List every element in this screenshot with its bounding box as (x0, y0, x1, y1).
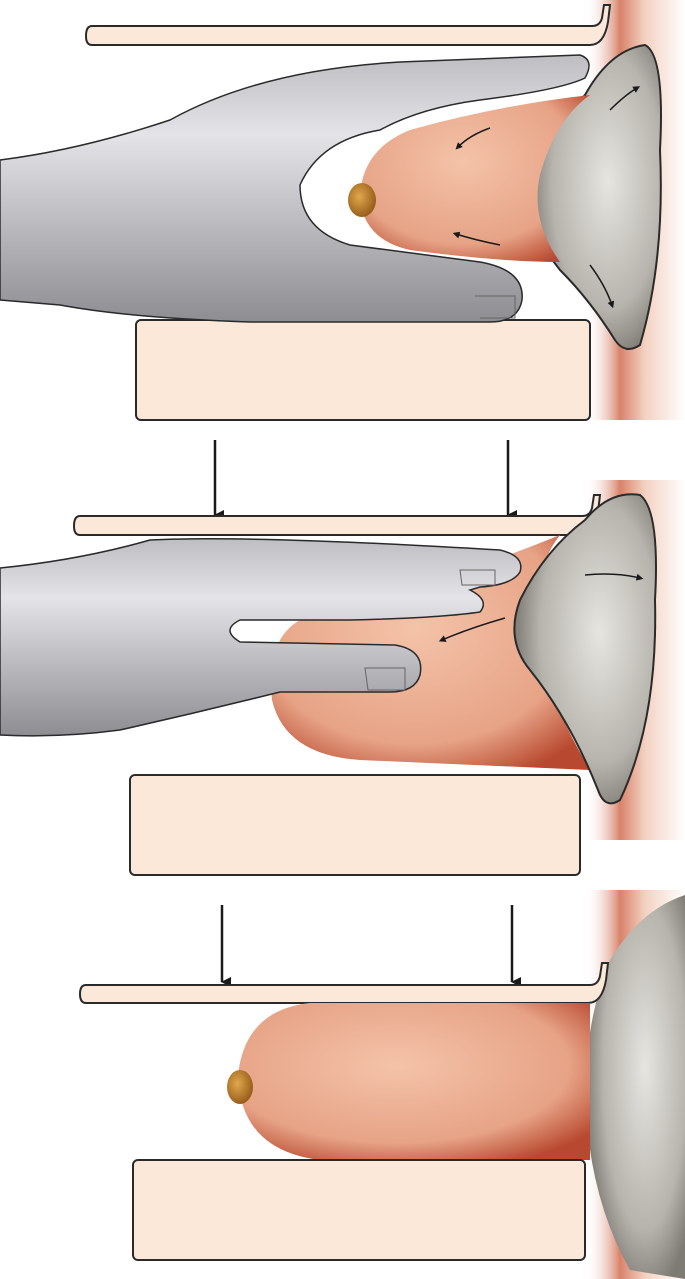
thumbnail-line (475, 295, 516, 319)
breast (238, 1003, 590, 1160)
hand (0, 538, 522, 737)
compression-paddle (84, 4, 612, 46)
motion-arrow-icon (584, 573, 644, 581)
nipple (348, 183, 376, 217)
fingernail-line (364, 569, 496, 691)
motion-arrow-icon (452, 231, 501, 246)
image-receptor-plate (132, 1159, 586, 1261)
hand (0, 54, 590, 323)
motion-arrow-icon (589, 264, 615, 309)
panel-2-compression (0, 440, 685, 876)
pectoral-muscle (513, 493, 657, 805)
pectoral-muscle (585, 895, 685, 1279)
motion-arrow-icon (609, 86, 641, 111)
compression-paddle (72, 494, 602, 536)
pectoral-muscle (527, 43, 662, 350)
panel-1-hand-positioning (0, 0, 685, 421)
panel-3-final-compression (78, 890, 685, 1279)
image-receptor-plate (129, 774, 581, 876)
motion-arrow-icon (455, 127, 491, 150)
image-receptor-plate (135, 319, 591, 421)
breast (270, 535, 590, 770)
compression-paddle (78, 962, 610, 1004)
breast (360, 95, 590, 262)
nipple (227, 1070, 253, 1104)
motion-arrow-icon (438, 617, 506, 642)
